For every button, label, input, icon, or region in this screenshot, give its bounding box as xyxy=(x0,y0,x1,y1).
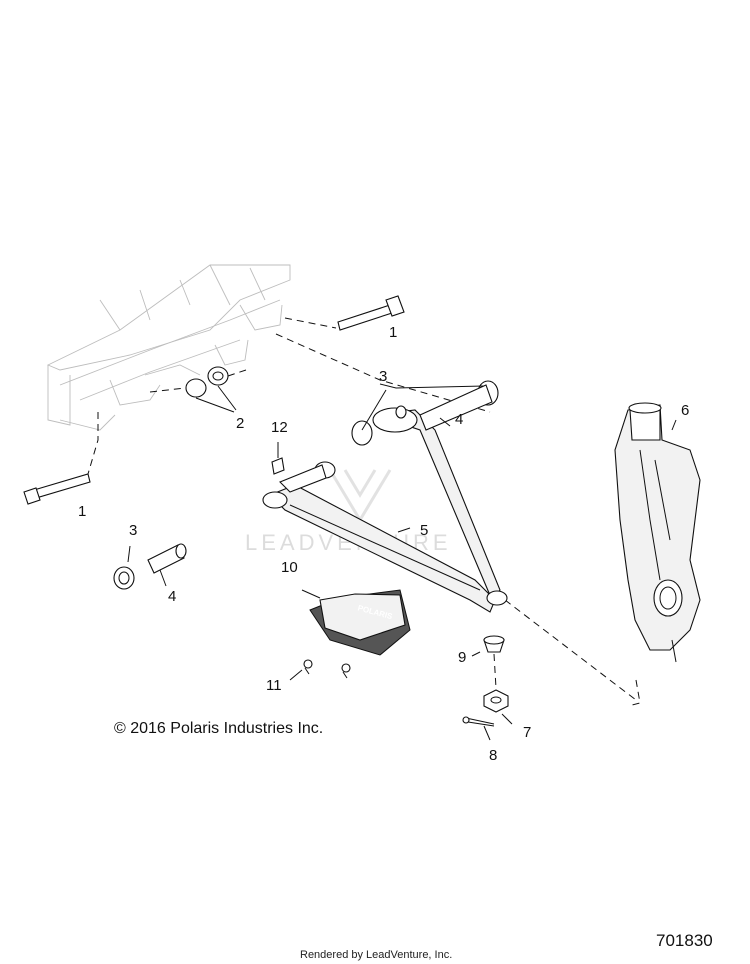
dust-cap xyxy=(483,635,505,653)
callout-4-lower: 4 xyxy=(168,588,176,605)
callout-5: 5 xyxy=(420,522,428,539)
bushing-sleeve-left xyxy=(113,543,187,590)
skid-guard: POLARIS xyxy=(309,589,411,656)
callout-11: 11 xyxy=(266,677,282,694)
screws xyxy=(303,659,351,679)
callout-2: 2 xyxy=(236,415,244,432)
diagram-id: 701830 xyxy=(656,931,713,950)
callout-1-upper: 1 xyxy=(389,324,397,341)
leadventure-watermark: LEADVENTURE xyxy=(245,469,448,555)
callout-3-lower: 3 xyxy=(129,522,137,539)
bushing-upper-left xyxy=(279,405,407,493)
callout-1-lower: 1 xyxy=(78,503,86,520)
callout-7: 7 xyxy=(523,724,531,741)
castle-nut xyxy=(483,689,509,713)
bolt-lower xyxy=(23,412,99,505)
callout-10: 10 xyxy=(281,559,298,576)
a-arm xyxy=(262,407,508,613)
cotter-pin xyxy=(462,716,495,727)
leader-lines xyxy=(127,383,677,741)
bushing-upper-right xyxy=(419,380,499,431)
render-credit: Rendered by LeadVenture, Inc. xyxy=(300,949,452,961)
bolt-upper xyxy=(284,295,405,331)
grease-fitting xyxy=(271,442,285,475)
nut-pair xyxy=(149,366,247,413)
copyright-notice: © 2016 Polaris Industries Inc. xyxy=(114,720,323,737)
callout-3-upper: 3 xyxy=(379,368,387,385)
callout-6: 6 xyxy=(681,402,689,419)
callout-12: 12 xyxy=(271,419,288,436)
steering-knuckle xyxy=(614,402,701,663)
callout-8: 8 xyxy=(489,747,497,764)
frame-section xyxy=(46,264,291,431)
callout-4-upper: 4 xyxy=(455,411,463,428)
callout-9: 9 xyxy=(458,649,466,666)
